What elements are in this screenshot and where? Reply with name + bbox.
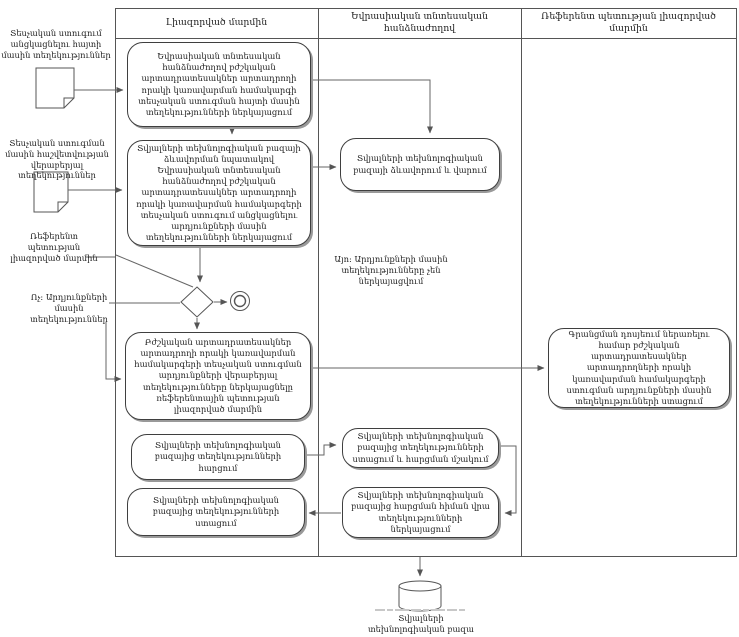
edge-receive-request-to-provide-info bbox=[499, 445, 517, 516]
database-cylinder-icon bbox=[398, 580, 442, 612]
activity-request-info-from-db: Տվյալների տեխնոլոգիական բազայից տեղեկութ… bbox=[131, 434, 305, 480]
activity-submit-inspection-application: Եվրասիական տնտեսական հանձնաժողով բժշկակա… bbox=[127, 42, 311, 127]
activity-submit-inspection-results: Տվյալների տեխնոլոգիական բազայի ձևավորման… bbox=[127, 140, 311, 246]
activity-submit-results-to-referent: Բժշկական արտադրատեսակներ արտադրողի որակի… bbox=[125, 332, 311, 420]
branch-yes-label: Այո: Արդյունքների մասին տեղեկությունները… bbox=[334, 254, 448, 286]
activity-receive-results-for-dossier: Գրանցման դոսյեում ներառելու համար բժշկակ… bbox=[548, 328, 730, 408]
activity-receive-and-process-request: Տվյալների տեխնոլոգիական բազայից տեղեկութ… bbox=[342, 428, 499, 468]
lane-header-authorized-body: Լիազորված մարմին bbox=[165, 17, 268, 29]
edge-request-to-receive-request bbox=[305, 442, 337, 456]
lane-header-referent-state-body: Ռեֆերենտ պետության լիազորված մարմին bbox=[541, 11, 716, 34]
note-report-label: Տեսչական ստուգման մասին հաշվետվության վե… bbox=[5, 138, 109, 181]
edge-submit-application-to-form-db bbox=[311, 79, 433, 134]
note-application-label: Տեսչական ստուգում անցկացնելու հայտի մասի… bbox=[1, 28, 111, 60]
edge-referent-label-to-decision bbox=[115, 254, 194, 288]
database-label: Տվյալների տեխնոլոգիական բազա bbox=[367, 613, 475, 634]
note-document-icon bbox=[33, 171, 69, 213]
decision-diamond bbox=[180, 286, 214, 318]
activity-provide-info-on-request: Տվյալների տեխնոլոգիական բազայից հարցման … bbox=[342, 487, 499, 538]
activity-receive-info-from-db: Տվյալների տեխնոլոգիական բազայից տեղեկութ… bbox=[127, 488, 305, 536]
branch-no-label: Ոչ: Արդյունքների մասին տեղեկություններ bbox=[30, 292, 108, 324]
flow-final-node-icon bbox=[230, 291, 250, 311]
activity-form-maintain-database: Տվյալների տեխնոլոգիական բազայի ձևավորում… bbox=[340, 138, 500, 191]
edge-no-branch-to-submit-referent bbox=[105, 322, 122, 382]
referent-body-annotation: Ռեֆերենտ պետության լիազորված մարմին bbox=[10, 231, 98, 263]
note-document-icon bbox=[35, 67, 75, 109]
lane-header-eec: Եվրասիական տնտեսական հանձնաժողով bbox=[351, 11, 488, 34]
swimlane-frame bbox=[115, 8, 737, 557]
